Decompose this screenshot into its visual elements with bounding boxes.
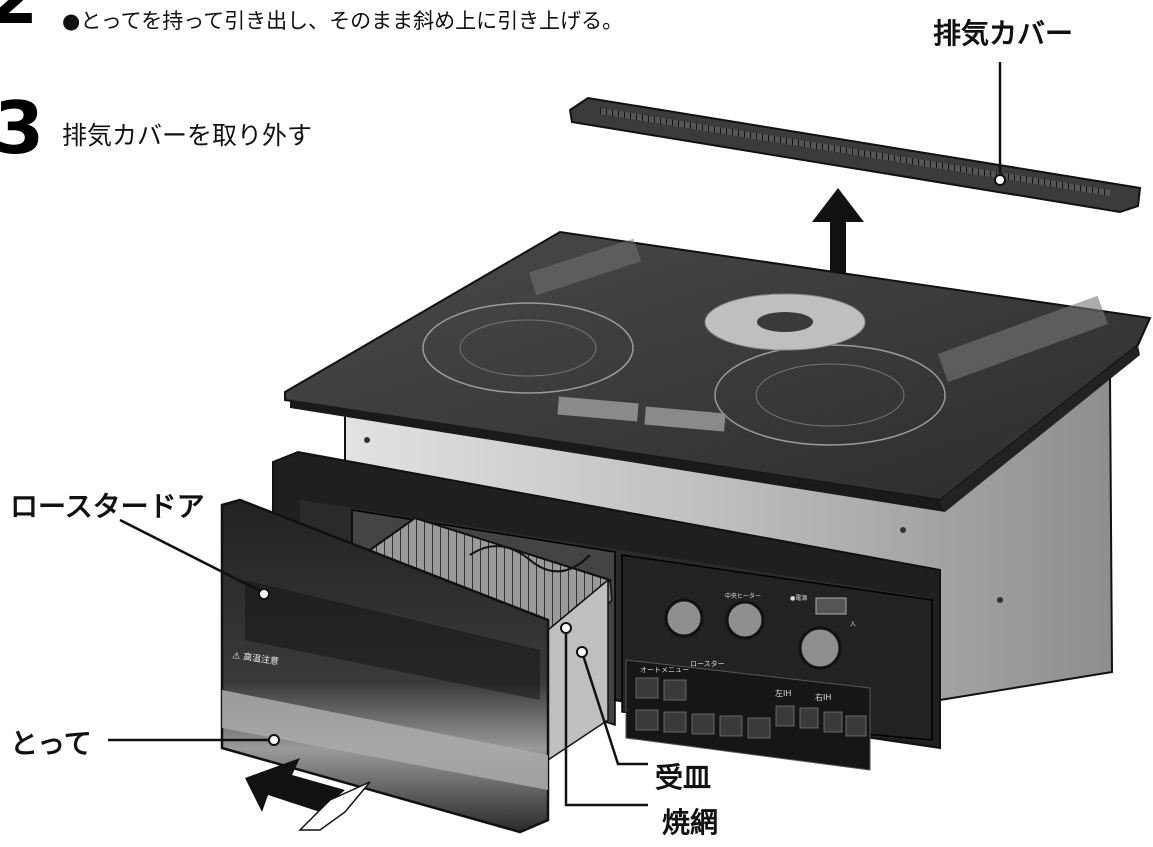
panel-middle-heater: 中央ヒーター	[725, 592, 761, 600]
roaster-door-part: ⚠ 高温注意	[220, 498, 550, 834]
panel-power: ●電源	[790, 594, 807, 602]
pull-direction-arrow-icon	[245, 758, 371, 831]
step-3-text: 排気カバーを取り外す	[62, 121, 313, 150]
exhaust-cover-part	[568, 96, 1142, 214]
control-panel: オートメニュー ロースター 左IH 右IH 中央ヒーター ●電源 入	[621, 554, 933, 771]
panel-right-ih: 右IH	[815, 692, 831, 702]
top-plate	[284, 230, 1152, 512]
panel-power-on: 入	[850, 621, 856, 628]
step-3-number: 3	[0, 86, 45, 170]
label-handle: とって	[10, 727, 92, 760]
panel-auto-menu: オートメニュー	[640, 666, 689, 674]
label-roaster-door: ロースタードア	[10, 490, 205, 523]
step-2-number: 2	[0, 0, 38, 34]
door-caution-label: ⚠ 高温注意	[232, 649, 280, 667]
label-drip-pan: 受皿	[655, 761, 712, 794]
up-arrow-icon	[812, 188, 864, 282]
label-grill-rack: 焼網	[662, 806, 719, 839]
label-exhaust-cover: 排気カバー	[933, 17, 1074, 50]
panel-roaster: ロースター	[690, 659, 725, 668]
grill-rack-part	[332, 516, 613, 762]
panel-left-ih: 左IH	[775, 688, 791, 698]
step-2-text: ●とってを持って引き出し、そのまま斜め上に引き上げる。	[62, 9, 624, 33]
